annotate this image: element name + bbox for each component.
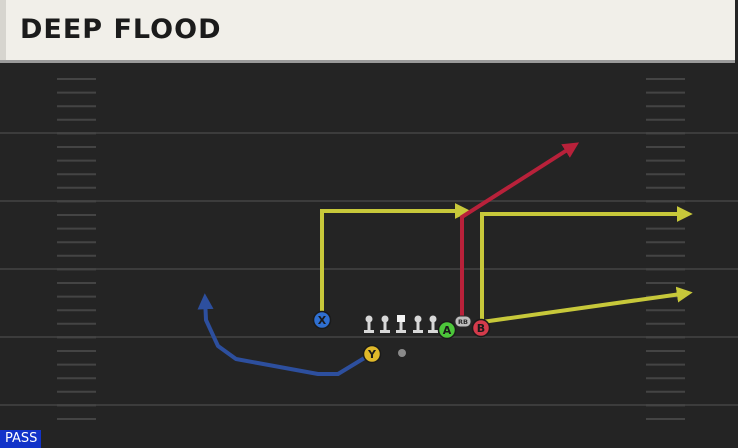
lineman-icon: [428, 315, 438, 333]
yard-lines: [0, 132, 738, 406]
play-type-badge: PASS: [0, 430, 42, 448]
svg-text:B: B: [477, 322, 485, 335]
route-b-flat: [481, 286, 693, 324]
lineman-icon: [380, 315, 390, 333]
player-b: B: [471, 318, 491, 338]
hash-marks-right: [646, 78, 685, 420]
title-bar: DEEP FLOOD: [0, 0, 735, 63]
lineman-icon: [364, 315, 374, 333]
title-accent-stripe: [0, 0, 6, 60]
quarterback-dot: [398, 349, 406, 357]
lineman-icon: [413, 315, 423, 333]
svg-text:X: X: [318, 314, 327, 327]
svg-text:Y: Y: [367, 348, 377, 361]
svg-text:A: A: [443, 324, 452, 337]
svg-text:RB: RB: [458, 318, 468, 326]
route-b-post: [460, 142, 580, 326]
player-rb: RB: [454, 315, 472, 328]
player-a: A: [437, 320, 457, 340]
center-icon: [396, 315, 406, 333]
hash-marks-left: [57, 78, 96, 420]
player-y: Y: [362, 344, 382, 364]
route-x-corner: [320, 203, 471, 318]
routes: [197, 142, 693, 376]
route-y-wheel: [197, 293, 373, 376]
route-a-out: [480, 206, 693, 326]
offensive-line: [364, 315, 438, 357]
play-title: DEEP FLOOD: [20, 14, 222, 45]
player-x: X: [312, 310, 332, 330]
